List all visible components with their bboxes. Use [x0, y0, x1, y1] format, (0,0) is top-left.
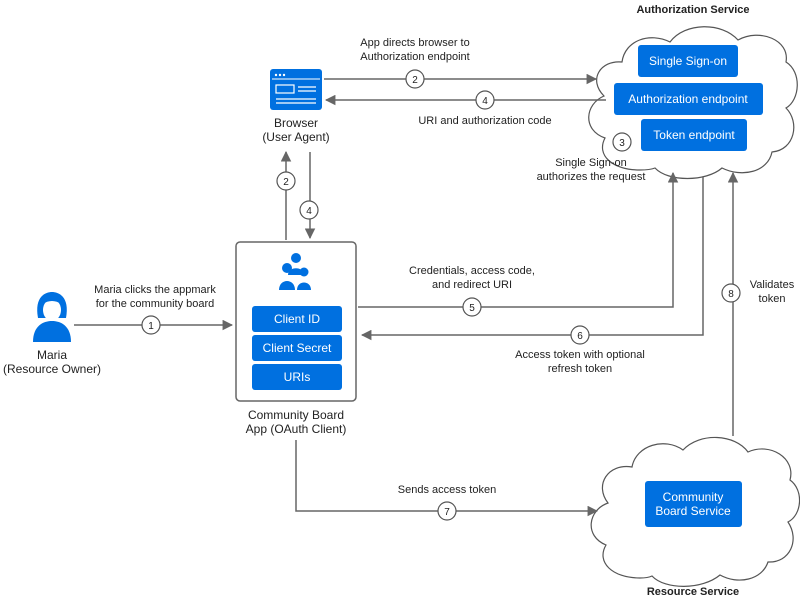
person-icon: [33, 292, 71, 342]
step-3-text-line2: authorizes the request: [537, 171, 646, 183]
token-endpoint-box: Token endpoint: [641, 119, 747, 151]
authorization-endpoint-label: Authorization endpoint: [628, 92, 748, 106]
step-7-number: 7: [444, 507, 450, 518]
step-3-text-line1: Single Sign-on: [555, 157, 627, 169]
client-id-box: Client ID: [252, 306, 342, 332]
resource-owner-label-line1: Maria: [37, 348, 67, 362]
community-board-service-box: Community Board Service: [645, 481, 742, 527]
browser-node: Browser (User Agent): [262, 69, 330, 144]
token-endpoint-label: Token endpoint: [653, 128, 735, 142]
client-app-label-line2: App (OAuth Client): [246, 422, 347, 436]
step-2-text-line1: App directs browser to: [360, 37, 469, 49]
client-app-label-line1: Community Board: [248, 408, 344, 422]
arrow-step-7: [295, 440, 599, 517]
step-5-text-line2: and redirect URI: [432, 279, 512, 291]
authorization-service-title: Authorization Service: [636, 4, 749, 16]
step-8-text-line2: token: [759, 293, 786, 305]
step-5-text-line1: Credentials, access code,: [409, 265, 535, 277]
browser-label-line1: Browser: [274, 116, 318, 130]
resource-owner-label-line2: (Resource Owner): [3, 362, 101, 376]
community-board-service-line1: Community: [663, 490, 724, 504]
step-8: 8 Validates token: [721, 279, 795, 305]
uris-box: URIs: [252, 364, 342, 390]
authorization-service-group: Authorization Service Single Sign-on Aut…: [588, 4, 798, 179]
step-4-number: 4: [482, 96, 488, 107]
step-2-number: 2: [412, 75, 418, 86]
step-1-text-line1: Maria clicks the appmark: [94, 284, 216, 296]
step-7: Sends access token 7: [398, 484, 496, 521]
step-7-text: Sends access token: [398, 484, 496, 496]
resource-service-title: Resource Service: [647, 586, 739, 598]
step-4-text: URI and authorization code: [418, 115, 551, 127]
client-id-label: Client ID: [274, 312, 320, 326]
browser-window-icon: [270, 69, 322, 110]
users-group-icon: [279, 253, 311, 290]
single-sign-on-box: Single Sign-on: [638, 45, 738, 77]
step-2: App directs browser to Authorization end…: [360, 37, 470, 89]
step-8-number: 8: [728, 289, 734, 300]
client-secret-box: Client Secret: [252, 335, 342, 361]
step-1-number: 1: [148, 321, 154, 332]
step-6: 6 Access token with optional refresh tok…: [515, 325, 645, 375]
single-sign-on-label: Single Sign-on: [649, 54, 727, 68]
step-4b-number: 4: [306, 206, 312, 217]
browser-label-line2: (User Agent): [262, 130, 329, 144]
client-app-node: Client ID Client Secret URIs Community B…: [235, 241, 357, 436]
step-3: 3 Single Sign-on authorizes the request: [537, 132, 646, 183]
step-4-vertical: 4: [299, 200, 319, 220]
step-3-number: 3: [619, 138, 625, 149]
step-4: 4 URI and authorization code: [418, 90, 552, 127]
client-secret-label: Client Secret: [263, 341, 332, 355]
community-board-service-line2: Board Service: [655, 504, 731, 518]
step-6-text-line1: Access token with optional: [515, 349, 645, 361]
arrow-step-5: [358, 171, 679, 308]
uris-label: URIs: [284, 370, 311, 384]
step-5-number: 5: [469, 303, 475, 314]
step-2-text-line2: Authorization endpoint: [360, 51, 469, 63]
step-8-text-line1: Validates: [750, 279, 795, 291]
step-2-vertical: 2: [276, 171, 296, 191]
resource-owner-node: Maria (Resource Owner): [3, 292, 101, 376]
step-5: Credentials, access code, and redirect U…: [409, 265, 535, 317]
arrow-step-6: [360, 177, 704, 341]
step-2b-number: 2: [283, 177, 289, 188]
step-1: Maria clicks the appmark for the communi…: [94, 284, 216, 335]
step-6-number: 6: [577, 331, 583, 342]
authorization-endpoint-box: Authorization endpoint: [614, 83, 763, 115]
resource-service-group: Community Board Service Resource Service: [590, 436, 800, 598]
step-6-text-line2: refresh token: [548, 363, 612, 375]
step-1-text-line2: for the community board: [96, 298, 215, 310]
